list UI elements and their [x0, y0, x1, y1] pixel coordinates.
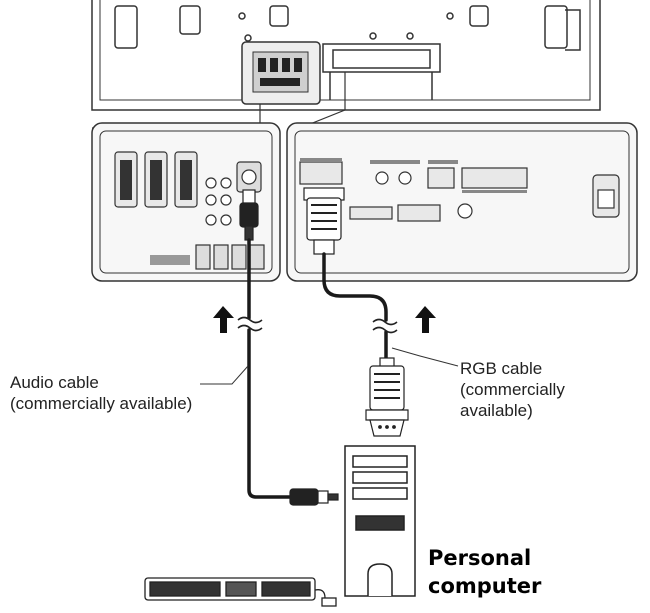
rgb-cable-label: RGB cable (commercially available) [460, 359, 565, 420]
audio-cable-label: Audio cable (commercially available) [10, 373, 193, 413]
audio-plug-bottom [289, 488, 339, 506]
up-arrow-icon [213, 306, 436, 333]
right-panel-label-strips [300, 158, 527, 193]
personal-computer-label: Personal computer [428, 546, 542, 598]
personal-computer-tower [344, 445, 416, 597]
cable-break-marks [237, 316, 398, 334]
hdmi-ports [195, 244, 265, 270]
rgb-plug-top [303, 187, 345, 255]
audio-cable-line [247, 238, 292, 499]
rgb-plug-bottom [365, 357, 409, 437]
left-panel-jacks [205, 161, 262, 226]
right-panel-connectors [299, 161, 620, 222]
scart-pins [120, 160, 192, 200]
keyboard [144, 577, 337, 607]
audio-plug [239, 189, 259, 241]
label-leader-lines [200, 347, 459, 385]
rgb-cable-line [322, 252, 388, 362]
tv-terminal-ports [258, 58, 302, 86]
tv-rear-panel [91, 0, 601, 111]
panel-label-strip [150, 255, 190, 265]
